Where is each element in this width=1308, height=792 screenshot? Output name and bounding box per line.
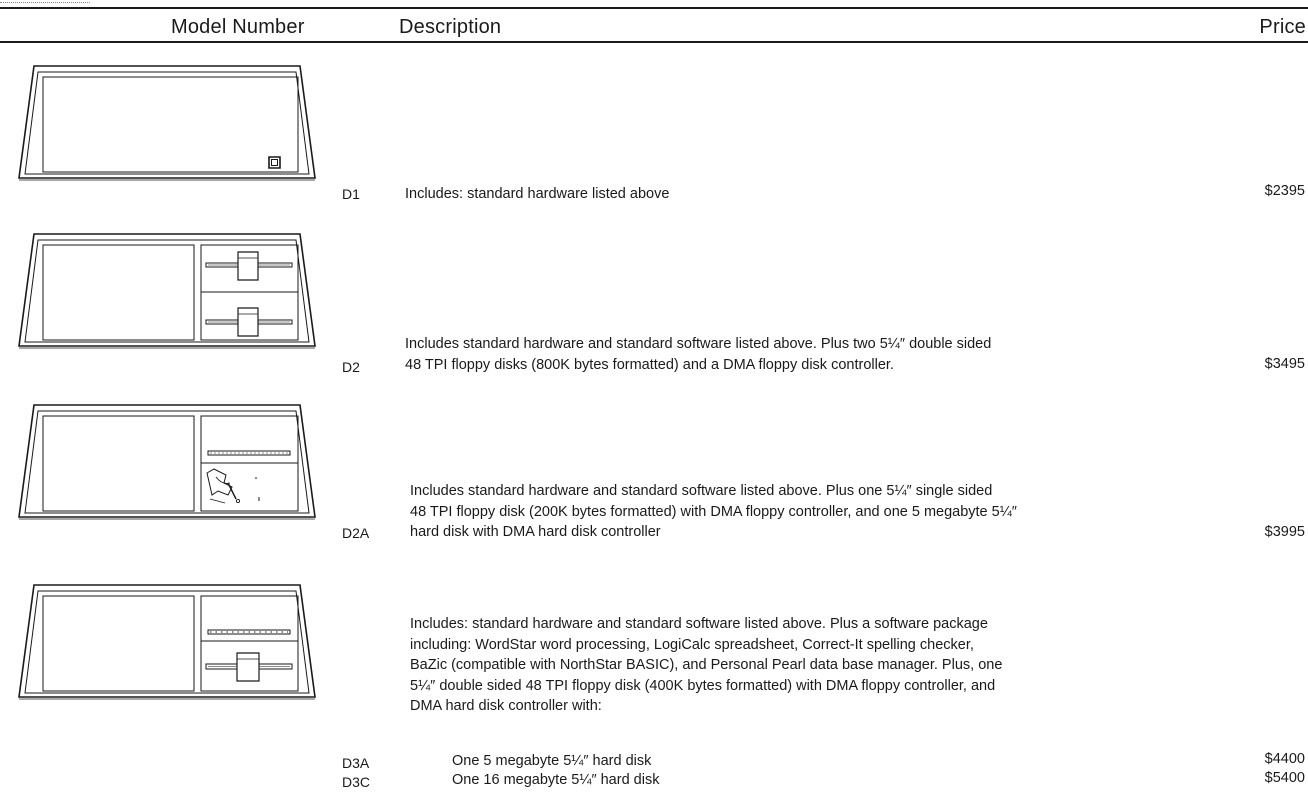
column-header-price: Price bbox=[1259, 16, 1306, 38]
description-line: DMA hard disk controller with: bbox=[410, 698, 602, 714]
price: $3495 bbox=[1264, 356, 1305, 372]
description-line: Includes standard hardware and standard … bbox=[405, 336, 992, 352]
price: $5400 bbox=[1264, 770, 1305, 786]
description-line: BaZic (compatible with NorthStar BASIC),… bbox=[410, 657, 1003, 673]
model-number: D2 bbox=[342, 359, 360, 375]
desktop-terminal-floppy-harddisk-icon bbox=[18, 403, 316, 521]
top-cut-text-fragment bbox=[0, 0, 90, 3]
price: $4400 bbox=[1264, 751, 1305, 767]
description-line: 48 TPI floppy disks (800K bytes formatte… bbox=[405, 356, 894, 373]
description-line: 5¼″ double sided 48 TPI floppy disk (400… bbox=[410, 677, 996, 694]
description-line: 48 TPI floppy disk (200K bytes formatted… bbox=[410, 503, 1017, 520]
model-number: D3A bbox=[342, 755, 370, 771]
description-line: including: WordStar word processing, Log… bbox=[410, 636, 974, 653]
column-header-description: Description bbox=[399, 16, 502, 38]
option-description: One 5 megabyte 5¼″ hard disk bbox=[452, 753, 652, 769]
option-description: One 16 megabyte 5¼″ hard disk bbox=[452, 772, 660, 788]
desktop-terminal-blank-icon bbox=[18, 64, 316, 182]
description: Includes: standard hardware and standard… bbox=[410, 614, 1002, 717]
description-line: Includes: standard hardware and standard… bbox=[410, 616, 988, 632]
description-line: Includes: standard hardware listed above bbox=[405, 186, 670, 202]
model-number: D3C bbox=[342, 774, 371, 790]
description-line: Includes standard hardware and standard … bbox=[410, 483, 993, 499]
desktop-terminal-two-floppy-icon bbox=[18, 232, 316, 350]
model-number: D2A bbox=[342, 525, 370, 541]
desktop-terminal-floppy-slots-icon bbox=[18, 583, 316, 701]
description-line: hard disk with DMA hard disk controller bbox=[410, 524, 661, 540]
description: Includes standard hardware and standard … bbox=[405, 334, 991, 375]
column-header-model-number: Model Number bbox=[171, 16, 305, 38]
header-rule bbox=[0, 41, 1308, 43]
price: $2395 bbox=[1264, 183, 1305, 199]
price: $3995 bbox=[1264, 524, 1305, 540]
description: Includes standard hardware and standard … bbox=[410, 481, 1017, 543]
top-rule bbox=[0, 7, 1308, 9]
description: Includes: standard hardware listed above bbox=[405, 184, 669, 205]
model-number: D1 bbox=[342, 186, 360, 202]
